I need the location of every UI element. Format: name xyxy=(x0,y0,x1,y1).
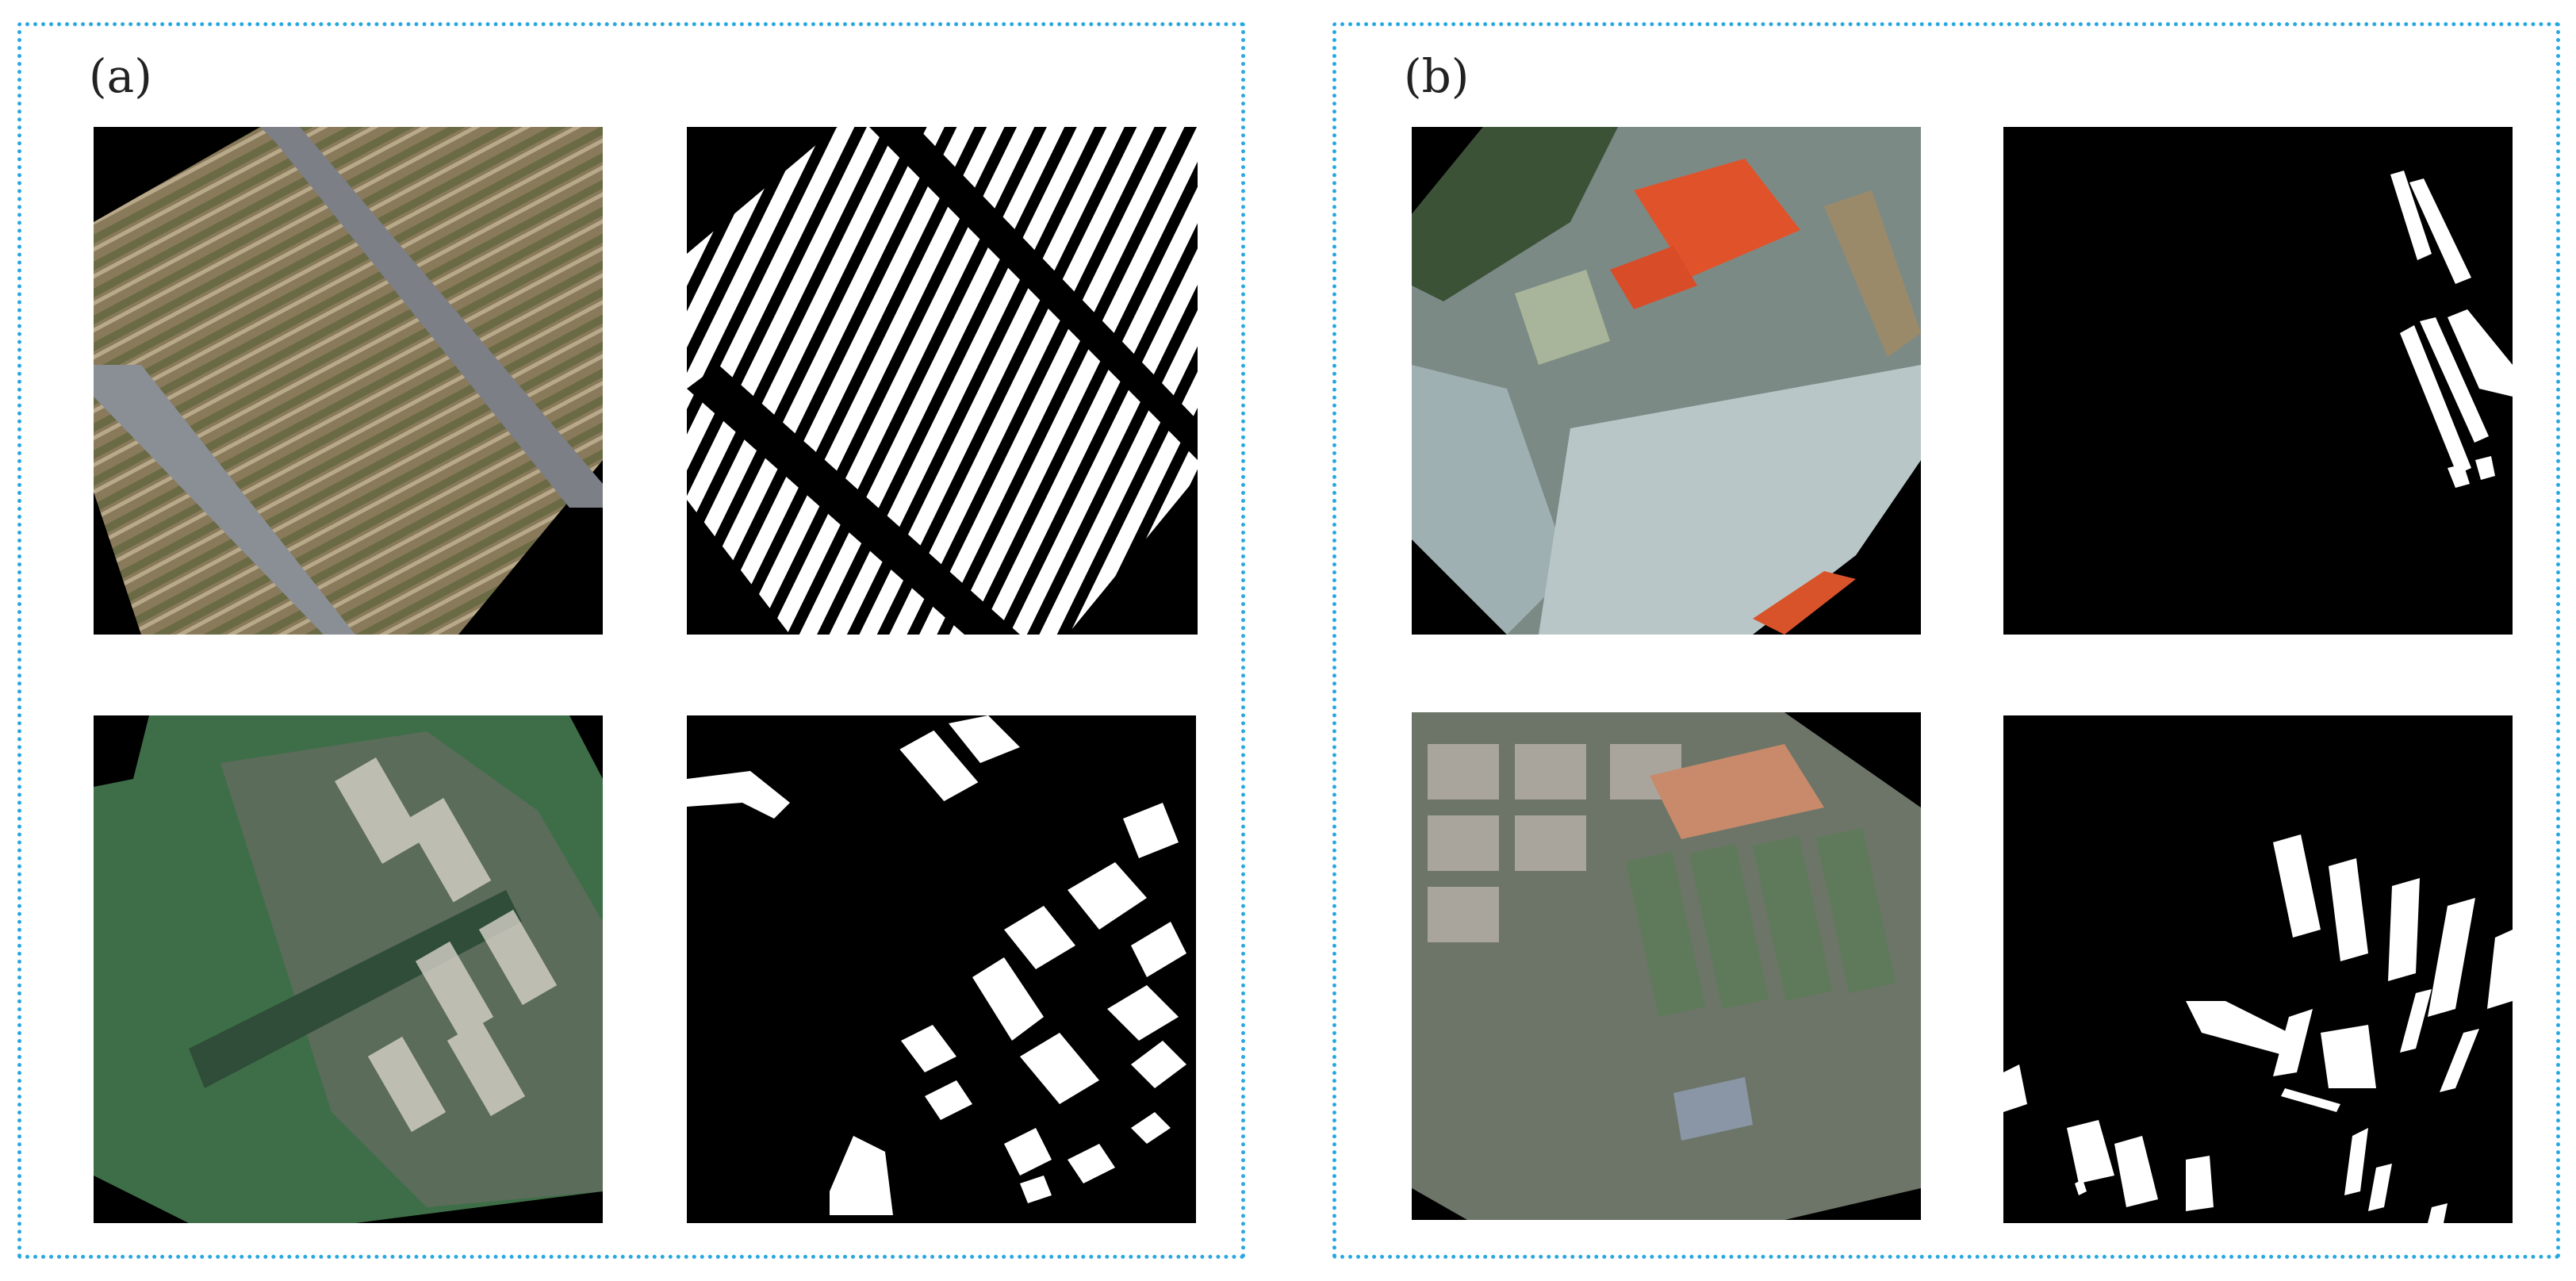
image-b1-industrial-site xyxy=(1412,127,1921,635)
mask-b2 xyxy=(2003,715,2513,1223)
panel-a-label: (a) xyxy=(89,49,152,103)
panel-a xyxy=(17,22,1245,1259)
panel-b xyxy=(1332,22,2560,1259)
panel-b-label: (b) xyxy=(1404,49,1470,103)
image-b2-village-greenhouses xyxy=(1412,712,1921,1220)
mask-a2 xyxy=(687,715,1196,1223)
image-a1-greenhouse-strips xyxy=(94,127,603,635)
mask-a1 xyxy=(687,127,1198,635)
mask-b1 xyxy=(2003,127,2513,635)
image-a2-fields xyxy=(94,715,603,1223)
